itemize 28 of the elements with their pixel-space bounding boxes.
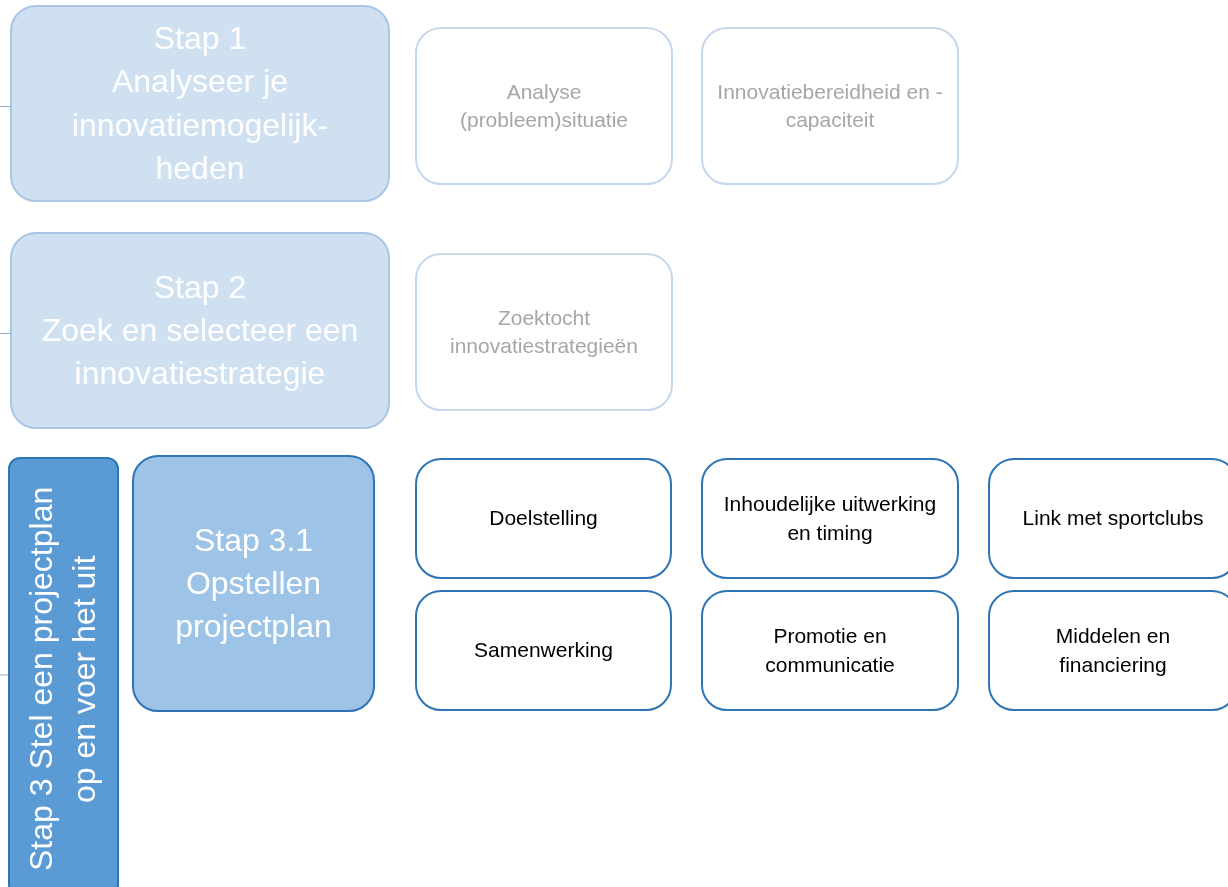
task-box <box>701 590 959 711</box>
task-box <box>415 27 673 185</box>
task-box <box>415 590 672 711</box>
connector-line <box>0 106 11 107</box>
substep-box <box>132 455 375 712</box>
step-title: Stap 3.1 <box>193 520 314 560</box>
step-box <box>8 457 119 887</box>
task-label: Zoektocht innovatiestrategieën <box>449 304 639 359</box>
task-label: Inhoudelijke uitwerking en timing <box>722 491 938 546</box>
task-label: Middelen en financiering <box>1054 623 1172 678</box>
task-box <box>415 458 672 579</box>
step-title: Stap 3 Stel een projectplan op en voer het uit <box>22 485 104 874</box>
task-box <box>988 590 1228 711</box>
task-label: Samenwerking <box>474 637 613 664</box>
task-label: Promotie en communicatie <box>764 623 896 678</box>
task-box <box>415 253 673 411</box>
task-label: Analyse (probleem)situatie <box>458 78 630 133</box>
step-box <box>10 5 390 202</box>
task-box <box>701 27 959 185</box>
task-box <box>701 458 959 579</box>
task-box <box>988 458 1228 579</box>
connector-line <box>0 674 9 676</box>
connector-line <box>0 333 11 334</box>
task-label: Innovatiebereidheid en -capaciteit <box>717 78 943 133</box>
task-label: Link met sportclubs <box>1022 505 1204 532</box>
task-label: Doelstelling <box>489 505 598 532</box>
step-box <box>10 232 390 429</box>
step-description: Opstellen projectplan <box>174 563 333 647</box>
